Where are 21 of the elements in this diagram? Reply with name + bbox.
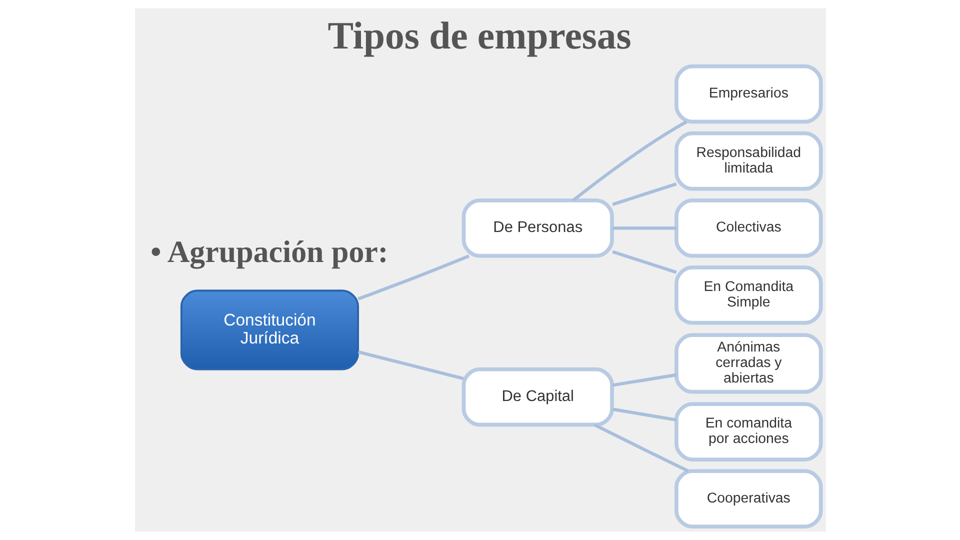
node-box: Constitución Jurídica	[180, 290, 358, 370]
node-box: Cooperativas	[674, 469, 822, 528]
label: • Agrupación por:	[150, 234, 388, 269]
connector	[612, 182, 676, 206]
connector	[357, 254, 470, 300]
connector	[357, 350, 464, 380]
node-box: De Personas	[461, 198, 614, 258]
connector	[612, 226, 676, 230]
connector	[612, 250, 676, 274]
node-box: De Capital	[461, 367, 614, 427]
node-box: En Comandita Simple	[674, 265, 822, 325]
node-box: Anónimas cerradas y abiertas	[674, 333, 822, 394]
node-box: Responsabilidad limitada	[674, 131, 822, 191]
connector	[612, 373, 676, 387]
node-box: Empresarios	[674, 64, 822, 124]
connector	[572, 120, 687, 202]
diagram-title: Tipos de empresas	[327, 15, 631, 58]
node-box: En comandita por acciones	[674, 402, 822, 462]
connector	[612, 408, 676, 422]
node-box: Colectivas	[674, 198, 822, 258]
connector	[593, 423, 688, 472]
